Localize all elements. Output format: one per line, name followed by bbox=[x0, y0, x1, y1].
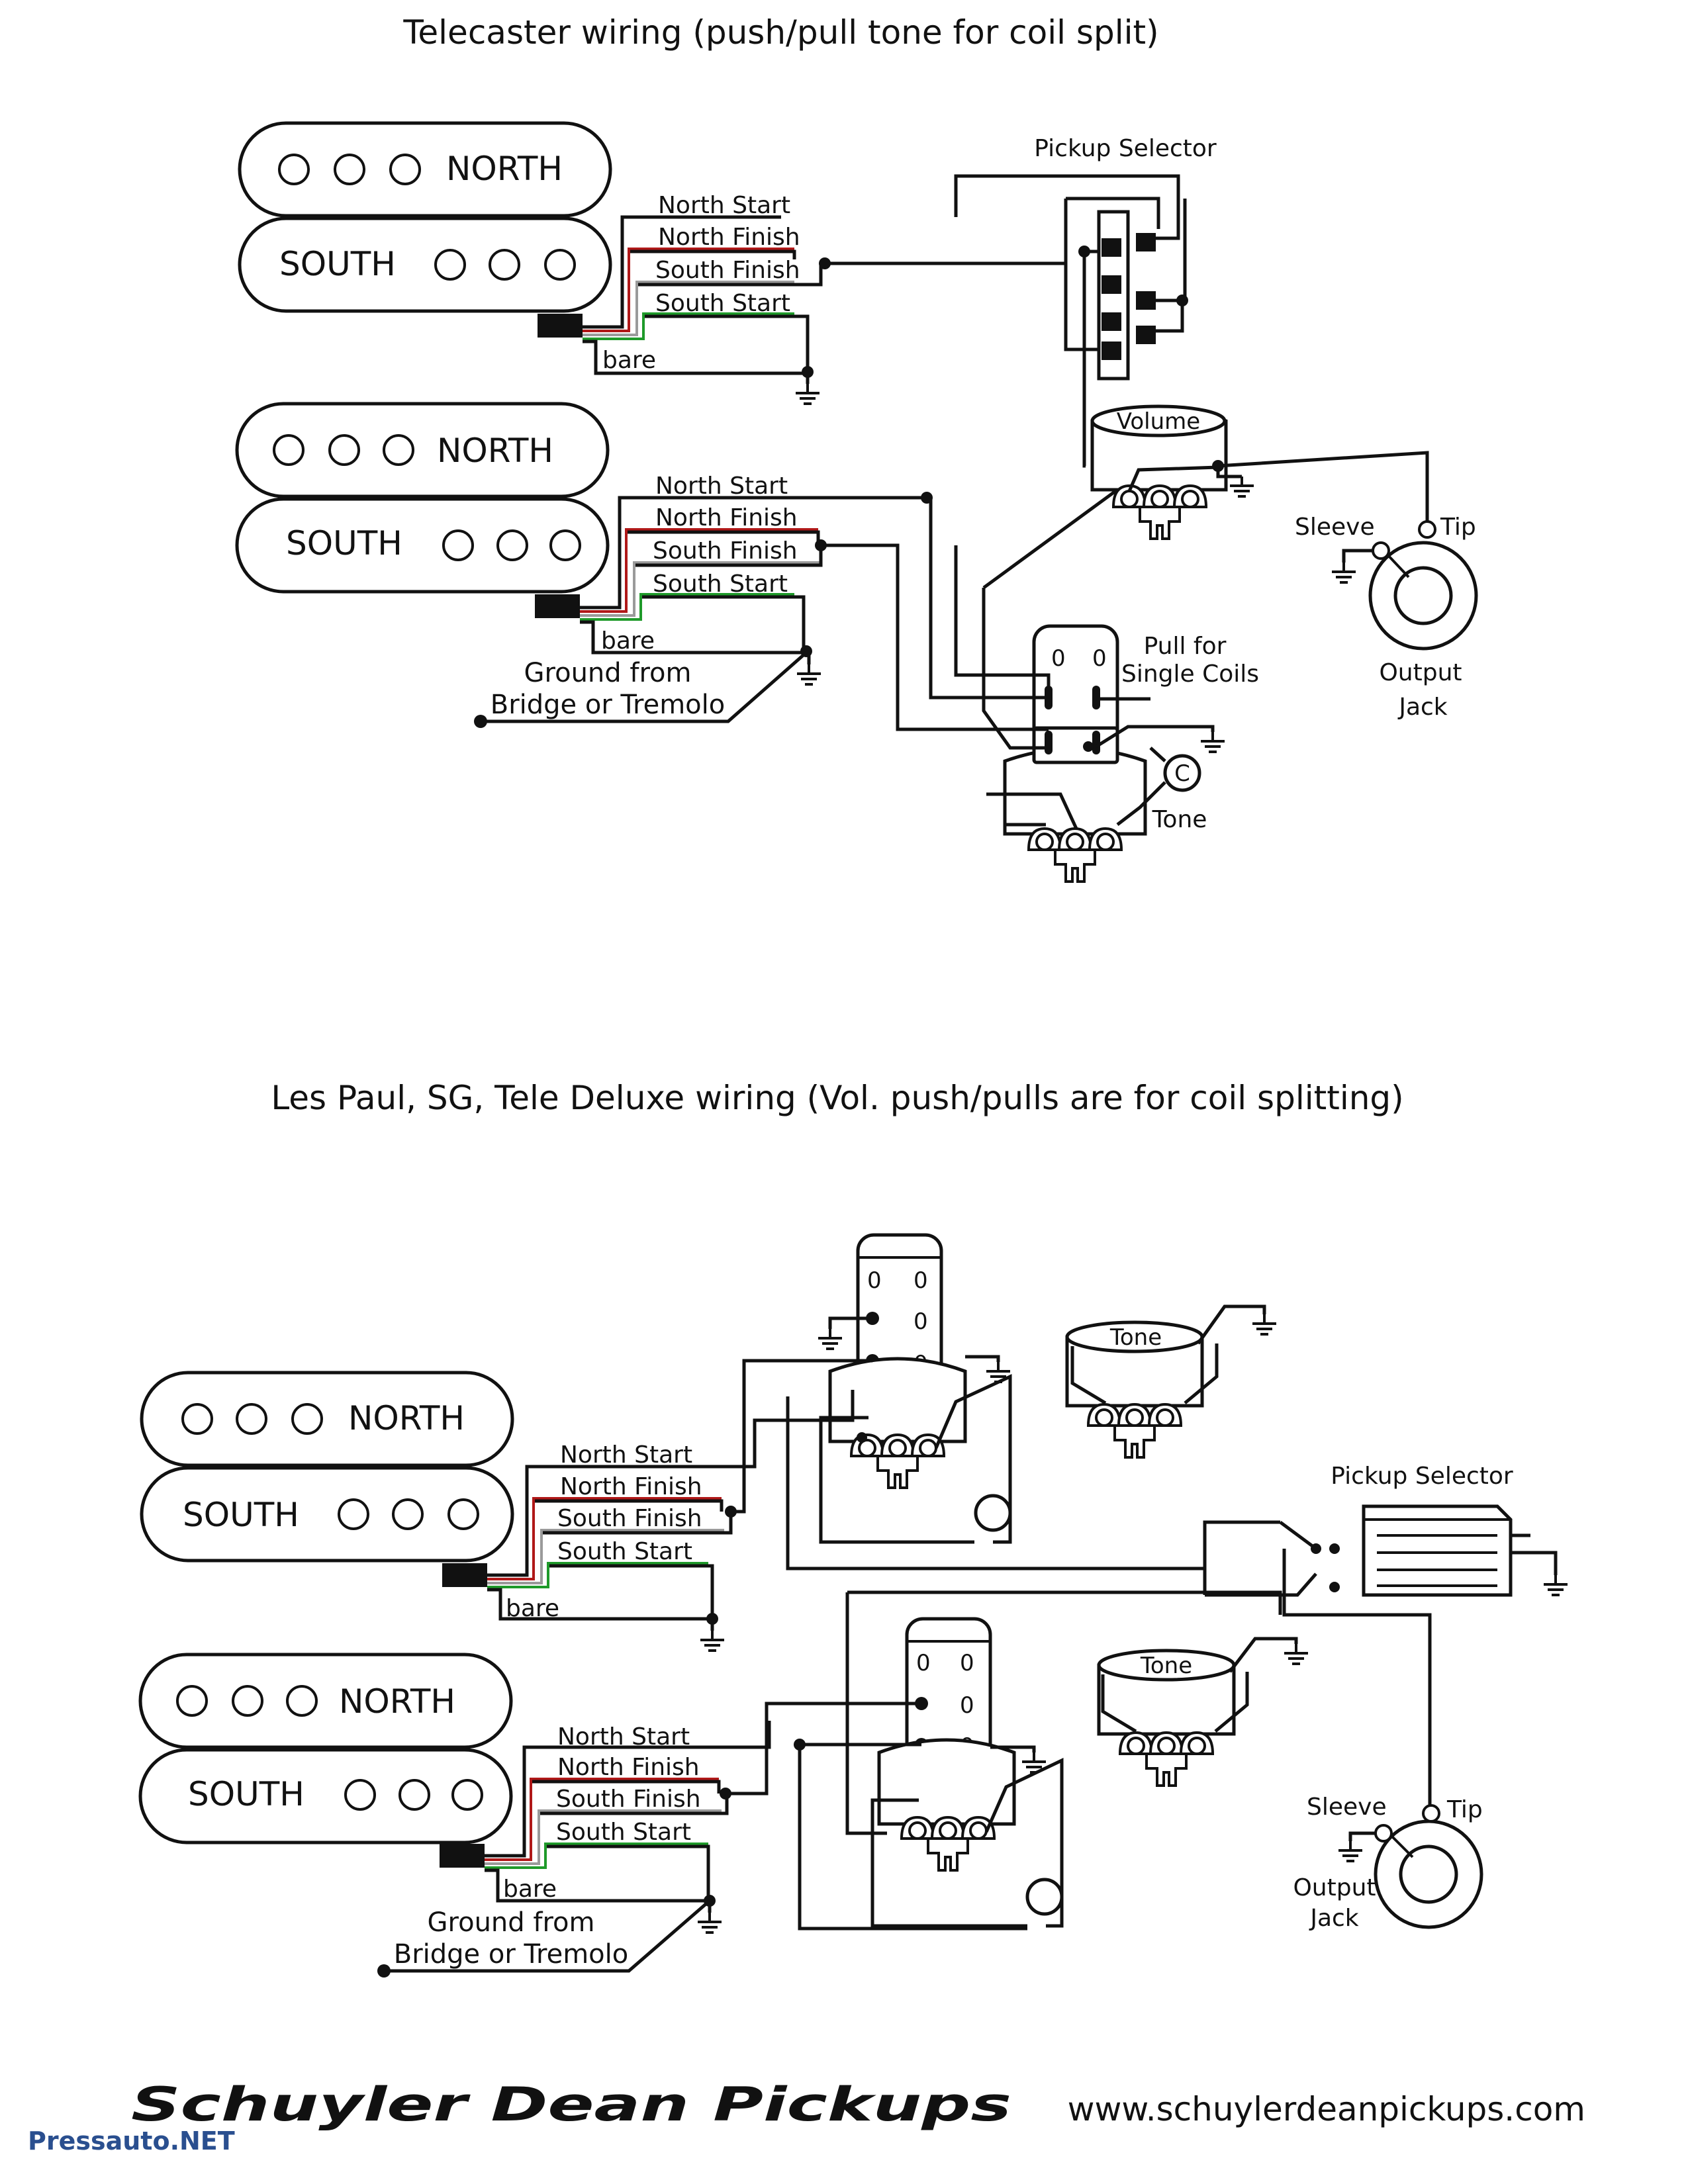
north-label: NORTH bbox=[446, 150, 563, 188]
tone-label: Tone bbox=[1140, 1653, 1192, 1679]
svg-text:0: 0 bbox=[960, 1692, 974, 1719]
tone-pot: Tone bbox=[1065, 1304, 1278, 1459]
pickup-selector-label: Pickup Selector bbox=[1034, 135, 1217, 162]
bare-label: bare bbox=[601, 627, 655, 655]
output-label: Output bbox=[1379, 659, 1462, 686]
output-jack: Sleeve Tip Output Jack bbox=[1293, 1794, 1483, 1932]
north-finish-label: North Finish bbox=[655, 504, 798, 531]
output-label: Output bbox=[1293, 1874, 1376, 1901]
south-start-label: South Start bbox=[653, 570, 788, 598]
south-label: SOUTH bbox=[183, 1496, 299, 1534]
bare-label: bare bbox=[506, 1595, 559, 1622]
pull-for-label: Pull for bbox=[1144, 633, 1227, 660]
bridge-or-tremolo-label: Bridge or Tremolo bbox=[394, 1939, 629, 1970]
bottom-title: Les Paul, SG, Tele Deluxe wiring (Vol. p… bbox=[271, 1079, 1403, 1117]
sleeve-label: Sleeve bbox=[1307, 1794, 1387, 1821]
sleeve-label: Sleeve bbox=[1295, 514, 1375, 541]
pickup-selector-switch: Pickup Selector bbox=[1203, 1463, 1569, 1813]
north-finish-label: North Finish bbox=[557, 1754, 700, 1781]
volume-pot: Volume bbox=[1090, 404, 1429, 540]
north-coil bbox=[140, 1371, 514, 1467]
svg-text:0: 0 bbox=[1092, 645, 1107, 672]
south-coil bbox=[235, 497, 610, 594]
humbucker-pickup: NORTH SOUTH bbox=[238, 121, 612, 338]
bare-label: bare bbox=[602, 347, 656, 374]
watermark: Pressauto.NET bbox=[28, 2126, 235, 2156]
brand-logo: Schuyler Dean Pickups bbox=[131, 2077, 1011, 2132]
north-start-label: North Start bbox=[655, 473, 788, 500]
volume-label: Volume bbox=[1117, 408, 1200, 435]
tone-label: Tone bbox=[1152, 806, 1207, 833]
north-label: NORTH bbox=[348, 1399, 465, 1437]
south-finish-label: South Finish bbox=[655, 257, 800, 284]
ground-from-label: Ground from bbox=[524, 658, 692, 688]
tone-label: Tone bbox=[1109, 1324, 1162, 1351]
north-coil bbox=[235, 402, 610, 498]
south-start-label: South Start bbox=[556, 1819, 691, 1846]
south-finish-label: South Finish bbox=[556, 1786, 701, 1813]
south-finish-label: South Finish bbox=[557, 1505, 702, 1532]
top-wiring-diagram: NORTH SOUTH North Start North Finish Sou… bbox=[235, 121, 1478, 883]
tip-label: Tip bbox=[1440, 514, 1476, 541]
single-coils-label: Single Coils bbox=[1121, 660, 1259, 688]
south-label: SOUTH bbox=[279, 245, 396, 283]
south-coil bbox=[140, 1466, 514, 1563]
north-coil bbox=[138, 1653, 513, 1749]
svg-text:0: 0 bbox=[916, 1650, 931, 1676]
north-label: NORTH bbox=[437, 432, 553, 470]
north-coil bbox=[238, 121, 612, 218]
ground-from-label: Ground from bbox=[428, 1907, 595, 1938]
south-label: SOUTH bbox=[286, 524, 402, 563]
south-label: SOUTH bbox=[188, 1775, 305, 1813]
jack-label: Jack bbox=[1397, 694, 1447, 721]
tone-pot: Tone bbox=[1097, 1637, 1309, 1787]
north-finish-label: North Finish bbox=[658, 224, 800, 251]
south-finish-label: South Finish bbox=[653, 537, 798, 565]
humbucker-pickup: NORTH SOUTH bbox=[235, 402, 610, 618]
footer: Schuyler Dean Pickups www.schuylerdeanpi… bbox=[28, 2077, 1585, 2156]
humbucker-pickup: NORTH SOUTH bbox=[138, 1653, 513, 1868]
bare-label: bare bbox=[503, 1876, 557, 1903]
pickup-selector-label: Pickup Selector bbox=[1331, 1463, 1513, 1490]
push-pull-tone-pot: 0 0 C Pull for Single Coils Tone bbox=[821, 492, 1259, 883]
bridge-or-tremolo-label: Bridge or Tremolo bbox=[491, 690, 726, 720]
output-jack: Sleeve Tip Output Jack bbox=[1295, 514, 1478, 721]
humbucker-pickup: NORTH SOUTH bbox=[140, 1371, 514, 1587]
push-pull-volume-pot: 0 0 0 0 bbox=[702, 1590, 1282, 1931]
south-start-label: South Start bbox=[655, 290, 790, 317]
capacitor-label: C bbox=[1174, 760, 1190, 787]
north-label: NORTH bbox=[339, 1682, 455, 1721]
pickup-selector-switch: Pickup Selector bbox=[823, 135, 1217, 468]
svg-text:0: 0 bbox=[867, 1267, 882, 1294]
svg-text:0: 0 bbox=[1051, 645, 1066, 672]
website-url: www.schuylerdeanpickups.com bbox=[1068, 2090, 1585, 2128]
south-start-label: South Start bbox=[557, 1538, 692, 1565]
north-finish-label: North Finish bbox=[560, 1473, 702, 1500]
jack-label: Jack bbox=[1309, 1905, 1358, 1932]
svg-text:0: 0 bbox=[960, 1650, 974, 1676]
north-start-label: North Start bbox=[560, 1441, 692, 1469]
north-start-label: North Start bbox=[658, 192, 790, 219]
south-coil bbox=[138, 1748, 513, 1844]
south-coil bbox=[238, 216, 612, 313]
svg-text:0: 0 bbox=[914, 1308, 928, 1335]
svg-text:0: 0 bbox=[914, 1267, 928, 1294]
north-start-label: North Start bbox=[557, 1723, 690, 1751]
tip-label: Tip bbox=[1446, 1796, 1483, 1823]
bottom-wiring-diagram: NORTH SOUTH North Start North Finish Sou… bbox=[138, 1233, 1569, 1978]
top-title: Telecaster wiring (push/pull tone for co… bbox=[402, 13, 1158, 52]
